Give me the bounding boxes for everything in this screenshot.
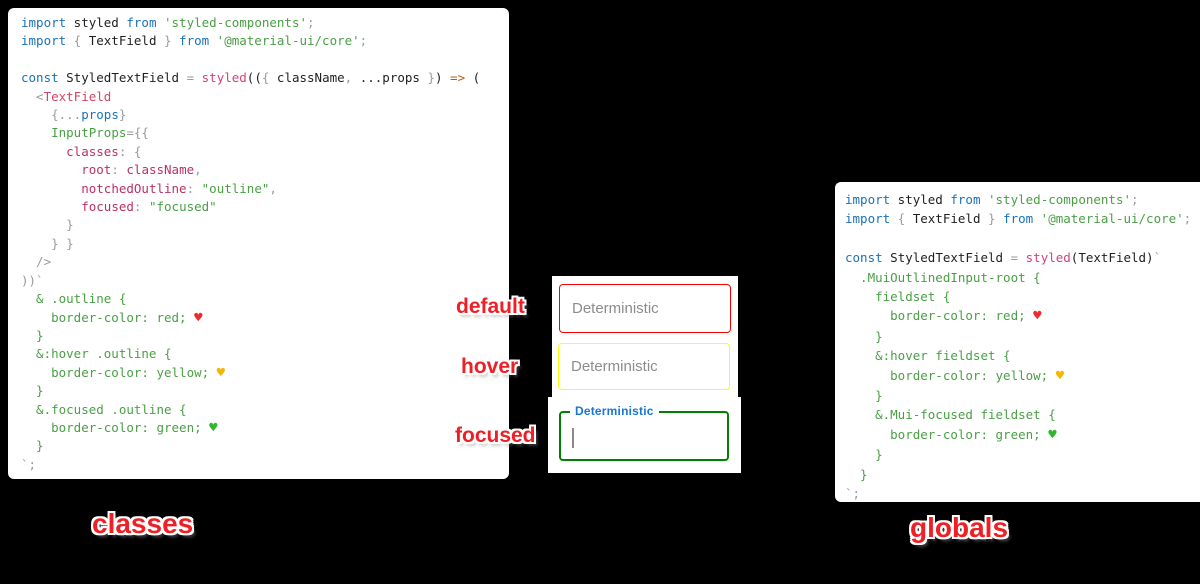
code-line: ))` [21, 272, 44, 288]
caption-globals: globals [910, 512, 1009, 543]
code-line [21, 51, 509, 69]
label-default: default [456, 295, 525, 318]
code-line: & .outline { [21, 291, 127, 307]
textfield-hover-input[interactable] [571, 344, 711, 389]
heart-icon: ♥ [216, 364, 226, 381]
code-line: border-color: yellow; ♥ [21, 364, 226, 381]
textfield-hover[interactable] [558, 343, 730, 390]
code-line: border-color: red; ♥ [845, 308, 1042, 325]
heart-icon: ♥ [1033, 308, 1042, 325]
code-line: } } [21, 235, 74, 251]
code-line: `; [21, 456, 37, 472]
code-line: {...props} [21, 107, 127, 123]
textfield-default[interactable] [559, 284, 731, 333]
globals-code-panel: import styled from 'styled-components'; i… [835, 182, 1200, 502]
code-line: import { TextField } from '@material-ui/… [21, 33, 368, 49]
text-cursor [572, 428, 574, 448]
heart-icon: ♥ [1048, 426, 1057, 443]
classes-code-panel: import styled from 'styled-components'; i… [8, 8, 509, 479]
code-line: } [845, 466, 868, 482]
code-line: &:hover fieldset { [845, 348, 1011, 364]
code-line: InputProps={{ [51, 125, 149, 141]
code-line: import { TextField } from '@material-ui/… [845, 211, 1192, 227]
code-line: } [845, 447, 883, 463]
textfield-default-input[interactable] [572, 285, 712, 332]
textfield-focused-floating-label: Deterministic [570, 404, 659, 418]
code-line: classes: { [66, 143, 142, 159]
code-line: &:hover .outline { [21, 346, 172, 362]
code-line: &.focused .outline { [21, 401, 187, 417]
code-line: <TextField [21, 88, 112, 104]
code-line: &.Mui-focused fieldset { [845, 407, 1056, 423]
code-line: const StyledTextField = styled(TextField… [845, 250, 1162, 266]
code-line: import styled from 'styled-components'; [21, 15, 315, 30]
code-line: border-color: red; ♥ [21, 309, 203, 326]
code-line: notchedOutline: "outline", [81, 180, 277, 196]
code-line: } [21, 217, 74, 233]
heart-icon: ♥ [209, 419, 218, 436]
code-line: border-color: yellow; ♥ [845, 367, 1065, 384]
code-line: root: className, [81, 162, 202, 178]
code-line: /> [21, 254, 52, 270]
heart-icon: ♥ [194, 309, 203, 326]
textfield-focused[interactable]: Deterministic [559, 404, 729, 461]
code-line: focused: "focused" [81, 199, 217, 215]
caption-classes: classes [92, 508, 194, 539]
code-line: } [845, 328, 883, 344]
label-hover: hover [461, 355, 519, 378]
code-line: .MuiOutlinedInput-root { [845, 269, 1041, 285]
heart-icon: ♥ [1055, 367, 1065, 384]
code-line: } [21, 327, 44, 343]
code-line: } [845, 388, 883, 404]
label-focused: focused [455, 424, 536, 447]
code-line: fieldset { [845, 289, 951, 305]
code-line: border-color: green; ♥ [845, 426, 1057, 443]
code-line: } [21, 438, 44, 454]
code-line: } [21, 383, 44, 399]
code-line: import styled from 'styled-components'; [845, 192, 1139, 207]
code-line: const StyledTextField = styled(({ classN… [21, 70, 481, 86]
code-line [845, 229, 1200, 248]
code-line: `; [845, 486, 861, 502]
code-line: border-color: green; ♥ [21, 419, 218, 436]
